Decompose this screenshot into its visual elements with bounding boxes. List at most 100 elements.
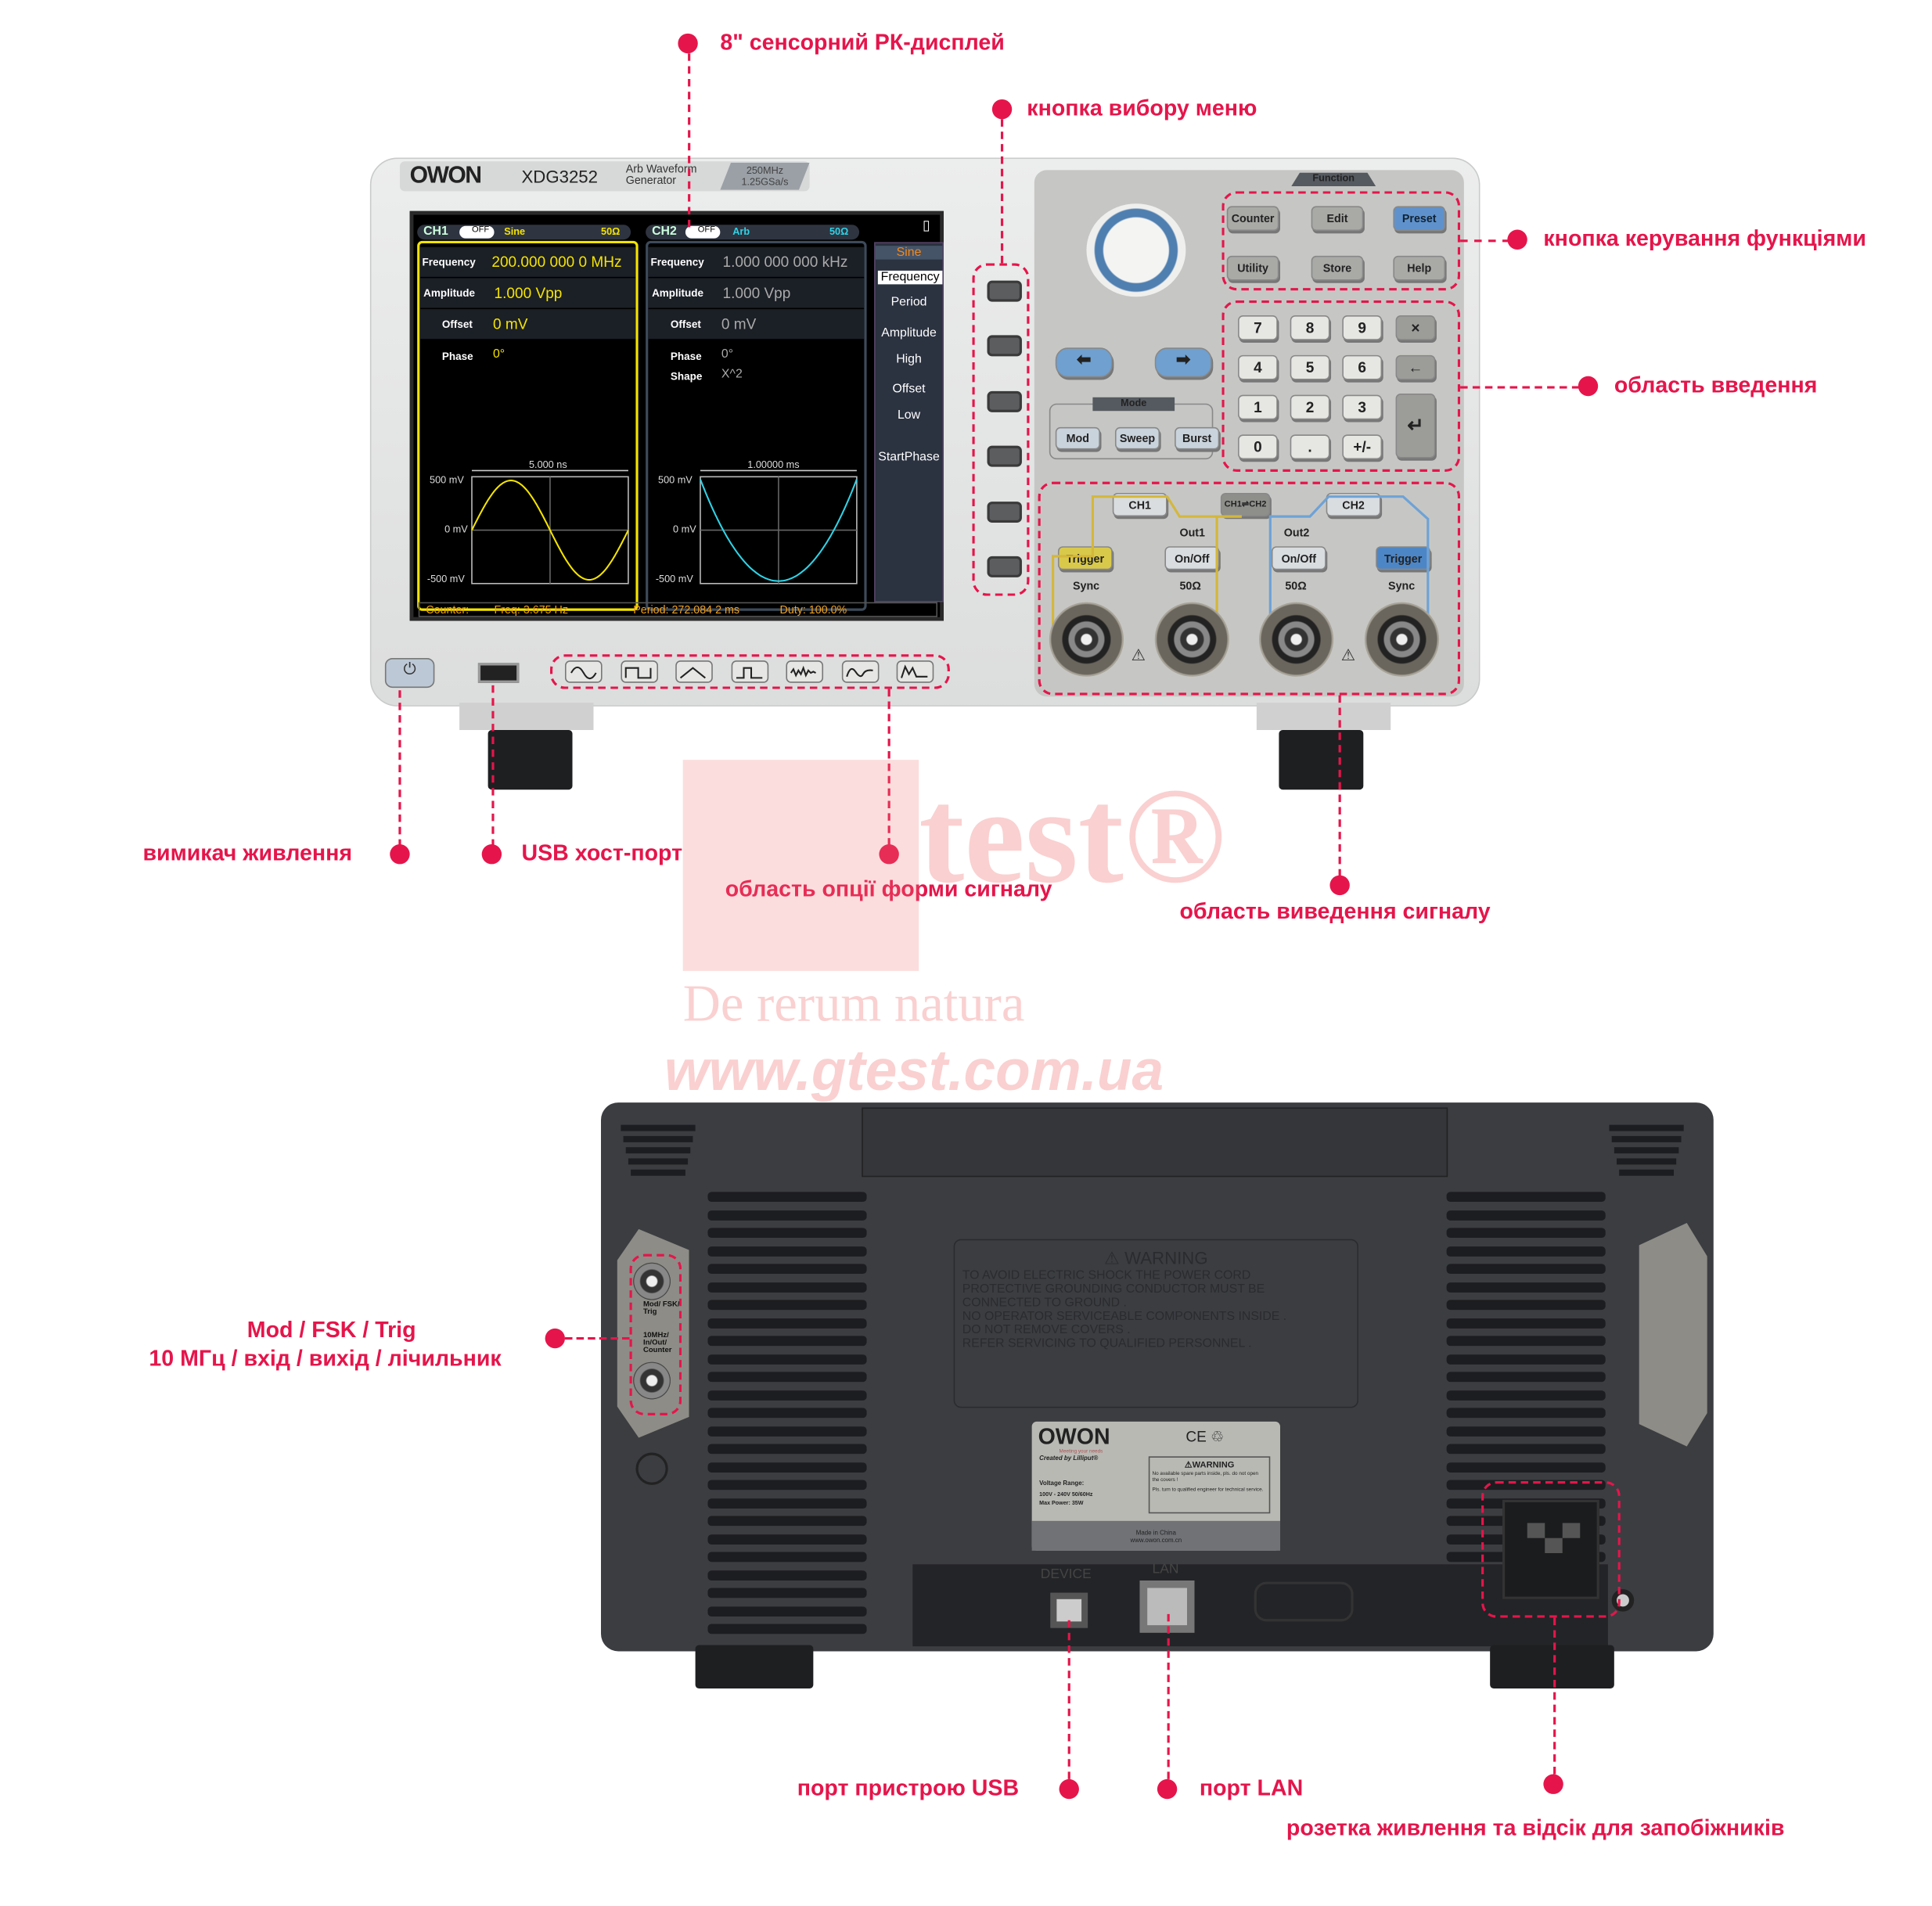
softkey-4[interactable] xyxy=(987,445,1022,467)
ch2-ybot: -500 mV xyxy=(655,574,693,585)
arrow-left-button[interactable]: ⬅ xyxy=(1055,347,1113,378)
menu-item-frequency[interactable]: Frequency xyxy=(877,270,943,285)
function-button-preset[interactable]: Preset xyxy=(1393,206,1446,232)
keypad-key-12[interactable]: 0 xyxy=(1238,434,1278,460)
keypad-key-14[interactable]: +/- xyxy=(1342,434,1383,460)
keypad-key-3[interactable]: × xyxy=(1395,315,1436,340)
waveform-button-sine[interactable] xyxy=(564,660,603,683)
mod-fsk-trig-bnc[interactable] xyxy=(633,1262,671,1300)
keypad-key-5[interactable]: 5 xyxy=(1290,354,1330,380)
out2-onoff-button[interactable]: On/Off xyxy=(1271,546,1326,570)
function-button-edit[interactable]: Edit xyxy=(1311,206,1364,232)
arrow-left-icon: ⬅ xyxy=(1076,348,1092,369)
ch2-name: CH2 xyxy=(652,225,677,239)
ch2-sync-bnc[interactable] xyxy=(1364,602,1440,677)
ch1-trigger-button[interactable]: Trigger xyxy=(1057,546,1113,570)
keypad-key-4[interactable]: 4 xyxy=(1238,354,1278,380)
vent-slot xyxy=(707,1534,867,1545)
softkey-1[interactable] xyxy=(987,280,1022,302)
keypad-key-8[interactable]: 1 xyxy=(1238,394,1278,420)
ch2-shape-label: Shape xyxy=(670,369,703,383)
label: Frequency xyxy=(422,255,476,268)
keypad-key-6[interactable]: 6 xyxy=(1342,354,1383,380)
menu-item-low[interactable]: Low xyxy=(897,408,921,423)
softkey-5[interactable] xyxy=(987,502,1022,523)
ch2-output-toggle[interactable]: OFF xyxy=(685,225,721,239)
keypad-key-7[interactable]: ← xyxy=(1395,354,1436,380)
ce-mark: CE ♲ xyxy=(1185,1427,1225,1446)
value: 1.000 000 000 kHz xyxy=(722,253,848,271)
label: Offset xyxy=(441,318,473,331)
softkey-6[interactable] xyxy=(987,556,1022,577)
power-socket[interactable]: ▀▄▀ xyxy=(1502,1499,1599,1599)
mode-button-mod[interactable]: Mod xyxy=(1055,426,1100,450)
rear-bnc-highlight xyxy=(629,1253,682,1415)
function-button-counter[interactable]: Counter xyxy=(1226,206,1279,232)
vent-slot xyxy=(1446,1354,1606,1365)
rear-warning-panel: ⚠ WARNING TO AVOID ELECTRIC SHOCK THE PO… xyxy=(953,1239,1358,1408)
vent-slot xyxy=(707,1318,867,1329)
menu-item-amplitude[interactable]: Amplitude xyxy=(881,326,937,340)
ch-swap-button[interactable]: CH1⇌CH2 xyxy=(1220,492,1271,517)
ch2-out-bnc[interactable] xyxy=(1259,602,1334,677)
rotary-knob[interactable] xyxy=(1086,203,1186,297)
out1-onoff-button[interactable]: On/Off xyxy=(1164,546,1220,570)
counter-duty: Duty: 100.0% xyxy=(779,603,847,617)
ch1-sync-bnc[interactable] xyxy=(1049,602,1124,677)
waveform-button-ramp[interactable] xyxy=(675,660,713,683)
waveform-area-highlight xyxy=(549,654,950,689)
menu-item-startphase[interactable]: StartPhase xyxy=(878,451,940,465)
watermark-url: www.gtest.com.ua xyxy=(664,1038,1164,1103)
menu-item-high[interactable]: High xyxy=(896,352,922,367)
softkey-3[interactable] xyxy=(987,390,1022,412)
usb-host-leader xyxy=(491,685,495,847)
keypad-key-9[interactable]: 2 xyxy=(1290,394,1330,420)
lan-port[interactable] xyxy=(1139,1580,1195,1633)
function-button-help[interactable]: Help xyxy=(1393,255,1446,281)
waveform-button-harmonic[interactable] xyxy=(841,660,879,683)
keypad-key-2[interactable]: 9 xyxy=(1342,315,1383,340)
softkey-2[interactable] xyxy=(987,335,1022,357)
owon-logo: OWON xyxy=(409,162,482,189)
mode-button-sweep[interactable]: Sweep xyxy=(1114,426,1160,450)
waveform-button-arb[interactable] xyxy=(896,660,934,683)
vent-slot xyxy=(707,1552,867,1563)
power-button[interactable]: ⏻ xyxy=(384,658,435,689)
ch1-out-bnc[interactable] xyxy=(1154,602,1229,677)
keypad-key-13[interactable]: . xyxy=(1290,434,1330,460)
warning-line: PROTECTIVE GROUNDING CONDUCTOR MUST BE xyxy=(962,1282,1265,1296)
mode-button-burst[interactable]: Burst xyxy=(1175,426,1220,450)
output-leader xyxy=(1338,695,1341,877)
function-keys-label: кнопка керування функціями xyxy=(1543,225,1866,251)
usb-host-port[interactable] xyxy=(477,663,520,683)
keypad-key-10[interactable]: 3 xyxy=(1342,394,1383,420)
10mhz-counter-bnc[interactable] xyxy=(633,1361,671,1400)
arrow-right-button[interactable]: ➡ xyxy=(1154,347,1212,378)
waveform-button-noise[interactable] xyxy=(786,660,824,683)
function-button-store[interactable]: Store xyxy=(1311,255,1364,281)
waveform-button-pulse[interactable] xyxy=(730,660,768,683)
keypad-key-11[interactable]: ↵ xyxy=(1395,394,1436,459)
keypad-key-1[interactable]: 8 xyxy=(1290,315,1330,340)
vent-slot xyxy=(1446,1462,1606,1473)
ch2-trigger-button[interactable]: Trigger xyxy=(1376,546,1430,570)
menu-item-period[interactable]: Period xyxy=(890,295,927,310)
vent-slot xyxy=(1446,1246,1606,1257)
waveform-button-square[interactable] xyxy=(620,660,658,683)
menu-item-offset[interactable]: Offset xyxy=(892,382,926,397)
ch1-output-toggle[interactable]: OFF xyxy=(459,225,495,239)
plate-warning-title: ⚠WARNING xyxy=(1184,1461,1235,1470)
keypad-key-0[interactable]: 7 xyxy=(1238,315,1278,340)
